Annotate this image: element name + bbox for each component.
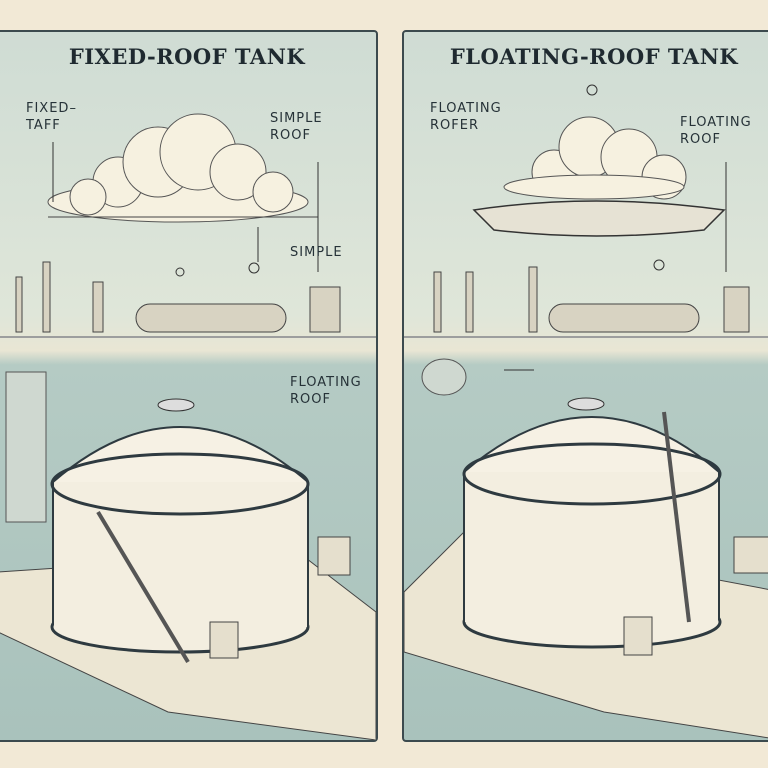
fixed-roof-tank-illustration — [0, 113, 376, 740]
label-floating-roof: FLOATING ROOF — [290, 375, 362, 407]
cloud — [47, 113, 309, 223]
fixed-roof-tank — [50, 398, 310, 664]
label-simple-roof: SIMPLE ROOF — [270, 111, 323, 143]
panel-title: FIXED-ROOF TANK — [68, 44, 306, 69]
fixed-roof-tank-panel: FIXED-ROOF TANK FIXED– TAFF SIMPLE ROOF … — [0, 30, 378, 742]
floating-roof-tank-illustration — [404, 84, 768, 739]
refinery-skyline — [15, 261, 341, 333]
cloud — [503, 116, 687, 200]
floating-roof-disc — [472, 200, 726, 237]
floating-roof-tank-panel: FLOATING-ROOF TANK FLOATING ROFER FLOATI… — [402, 30, 768, 742]
label-floating-rofer: FLOATING ROFER — [430, 101, 502, 133]
label-simple: SIMPLE — [290, 245, 343, 260]
water-tower — [5, 371, 47, 523]
panel-title: FLOATING-ROOF TANK — [449, 44, 739, 69]
label-floating-roof: FLOATING ROOF — [680, 115, 752, 147]
label-fixed-taff: FIXED– TAFF — [26, 101, 77, 133]
floating-roof-tank — [462, 397, 722, 649]
